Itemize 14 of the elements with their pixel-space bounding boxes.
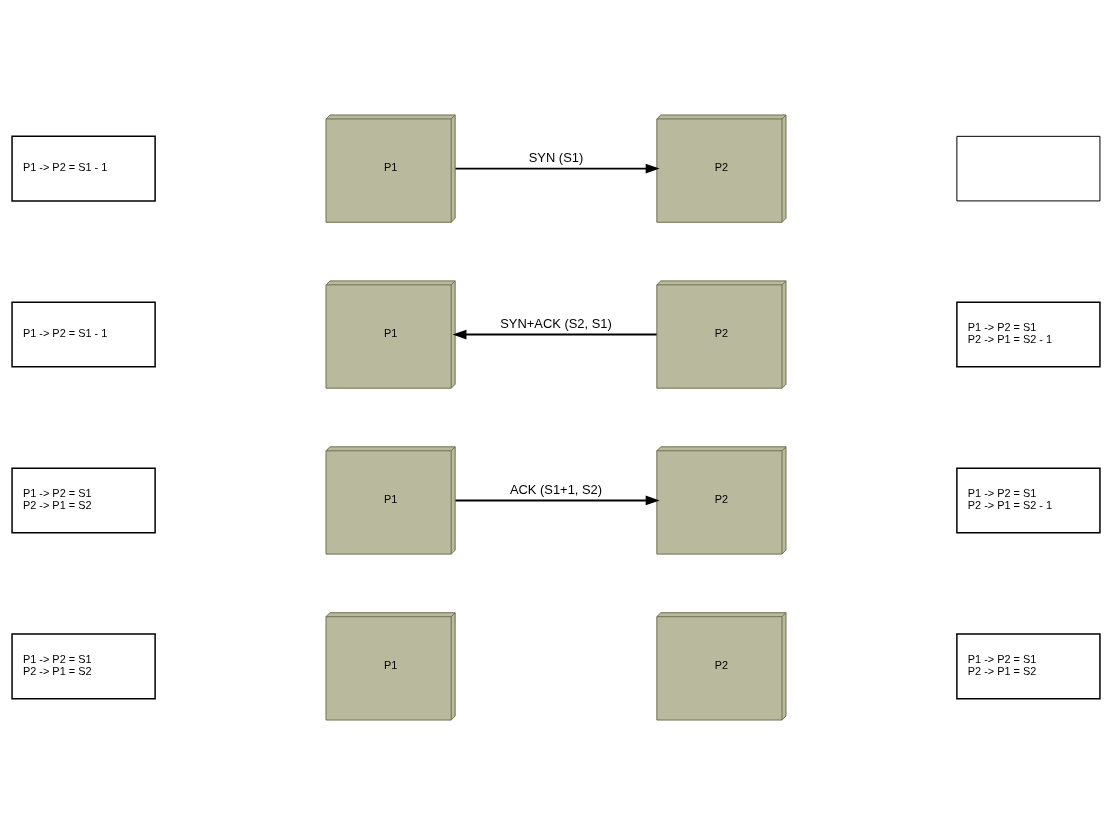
arrow <box>454 163 660 173</box>
node-box: P1 -> P2 = S1 - 1 <box>11 135 156 202</box>
node-box: P1 -> P2 = S1 P2 -> P1 = S2 <box>11 632 156 699</box>
arrow <box>452 329 658 339</box>
node-box: P1 -> P2 = S1 P2 -> P1 = S2 <box>11 466 156 533</box>
edge-label: SYN (S1) <box>528 149 584 165</box>
arrow <box>454 495 660 505</box>
node-box <box>956 135 1101 201</box>
edge-label: SYN+ACK (S2, S1) <box>500 315 612 331</box>
node-box: P1 -> P2 = S1 P2 -> P1 = S2 - 1 <box>956 466 1101 533</box>
node-box: P1 -> P2 = S1 P2 -> P1 = S2 - 1 <box>956 301 1101 368</box>
node-box: P1 -> P2 = S1 - 1 <box>11 301 156 368</box>
node-box: P1 -> P2 = S1 P2 -> P1 = S2 <box>956 632 1101 699</box>
edge-label: ACK (S1+1, S2) <box>509 481 603 497</box>
